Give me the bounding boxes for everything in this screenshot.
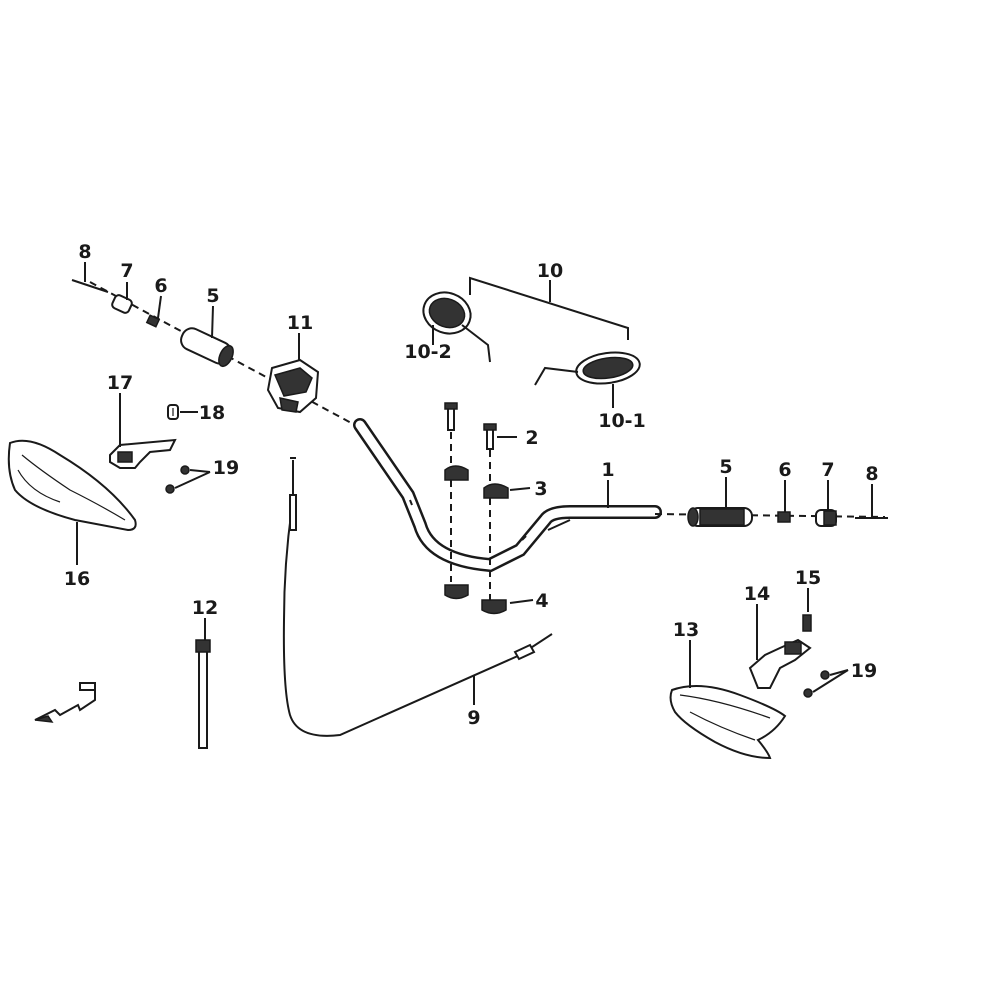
bolt-2-a <box>444 402 458 431</box>
weight-7-left <box>111 294 133 314</box>
hand-guard-13 <box>669 685 787 760</box>
screws-19-right <box>803 670 830 698</box>
hand-guard-16 <box>7 439 137 532</box>
callout-10-1: 10-1 <box>598 410 646 432</box>
callout-6-left: 6 <box>154 275 167 297</box>
callout-17: 17 <box>107 372 133 394</box>
callout-1: 1 <box>601 459 614 481</box>
throttle-cable-9 <box>282 457 553 737</box>
callout-labels: 8 7 6 5 11 10 10-2 10-1 2 3 4 1 5 6 7 8 … <box>64 241 879 729</box>
grip-5-left <box>180 327 234 368</box>
bolt-2-b <box>483 423 497 450</box>
leader-lines <box>76 262 873 705</box>
bracket-14 <box>748 638 812 689</box>
front-direction-arrow-icon <box>34 682 96 723</box>
cable-tie-12 <box>195 639 211 749</box>
callout-19-left: 19 <box>213 457 239 479</box>
bolt-8-left <box>71 279 109 293</box>
callout-13: 13 <box>673 619 699 641</box>
callout-8-left: 8 <box>78 241 91 263</box>
group-bracket-10 <box>469 276 629 340</box>
callout-7-left: 7 <box>120 260 133 282</box>
collar-6-right <box>777 511 791 523</box>
callout-5-left: 5 <box>206 285 219 307</box>
lower-clamp-4 <box>444 584 507 615</box>
callout-14: 14 <box>744 583 770 605</box>
mirror-10-2 <box>422 291 491 363</box>
callout-5-right: 5 <box>719 456 732 478</box>
washer-18 <box>167 404 179 420</box>
callout-11: 11 <box>287 312 313 334</box>
callout-9: 9 <box>467 707 480 729</box>
bolt-15 <box>802 614 812 632</box>
callout-10-2: 10-2 <box>404 341 452 363</box>
callout-4: 4 <box>535 590 548 612</box>
callout-10: 10 <box>537 260 563 282</box>
mirror-10-1 <box>534 351 641 386</box>
callout-16: 16 <box>64 568 90 590</box>
weight-7-right <box>815 509 837 527</box>
grip-5-right <box>687 507 753 527</box>
callout-19-right: 19 <box>851 660 877 682</box>
callout-15: 15 <box>795 567 821 589</box>
upper-clamp-3 <box>444 465 509 499</box>
callout-6-right: 6 <box>778 459 791 481</box>
bracket-17 <box>109 438 177 469</box>
screws-19-left <box>165 465 190 494</box>
collar-6-left <box>145 314 161 328</box>
callout-18: 18 <box>199 402 225 424</box>
switch-housing-11 <box>266 358 320 414</box>
callout-7-right: 7 <box>821 459 834 481</box>
callout-3: 3 <box>534 478 547 500</box>
callout-12: 12 <box>192 597 218 619</box>
callout-8-right: 8 <box>865 463 878 485</box>
callout-2: 2 <box>525 427 538 449</box>
